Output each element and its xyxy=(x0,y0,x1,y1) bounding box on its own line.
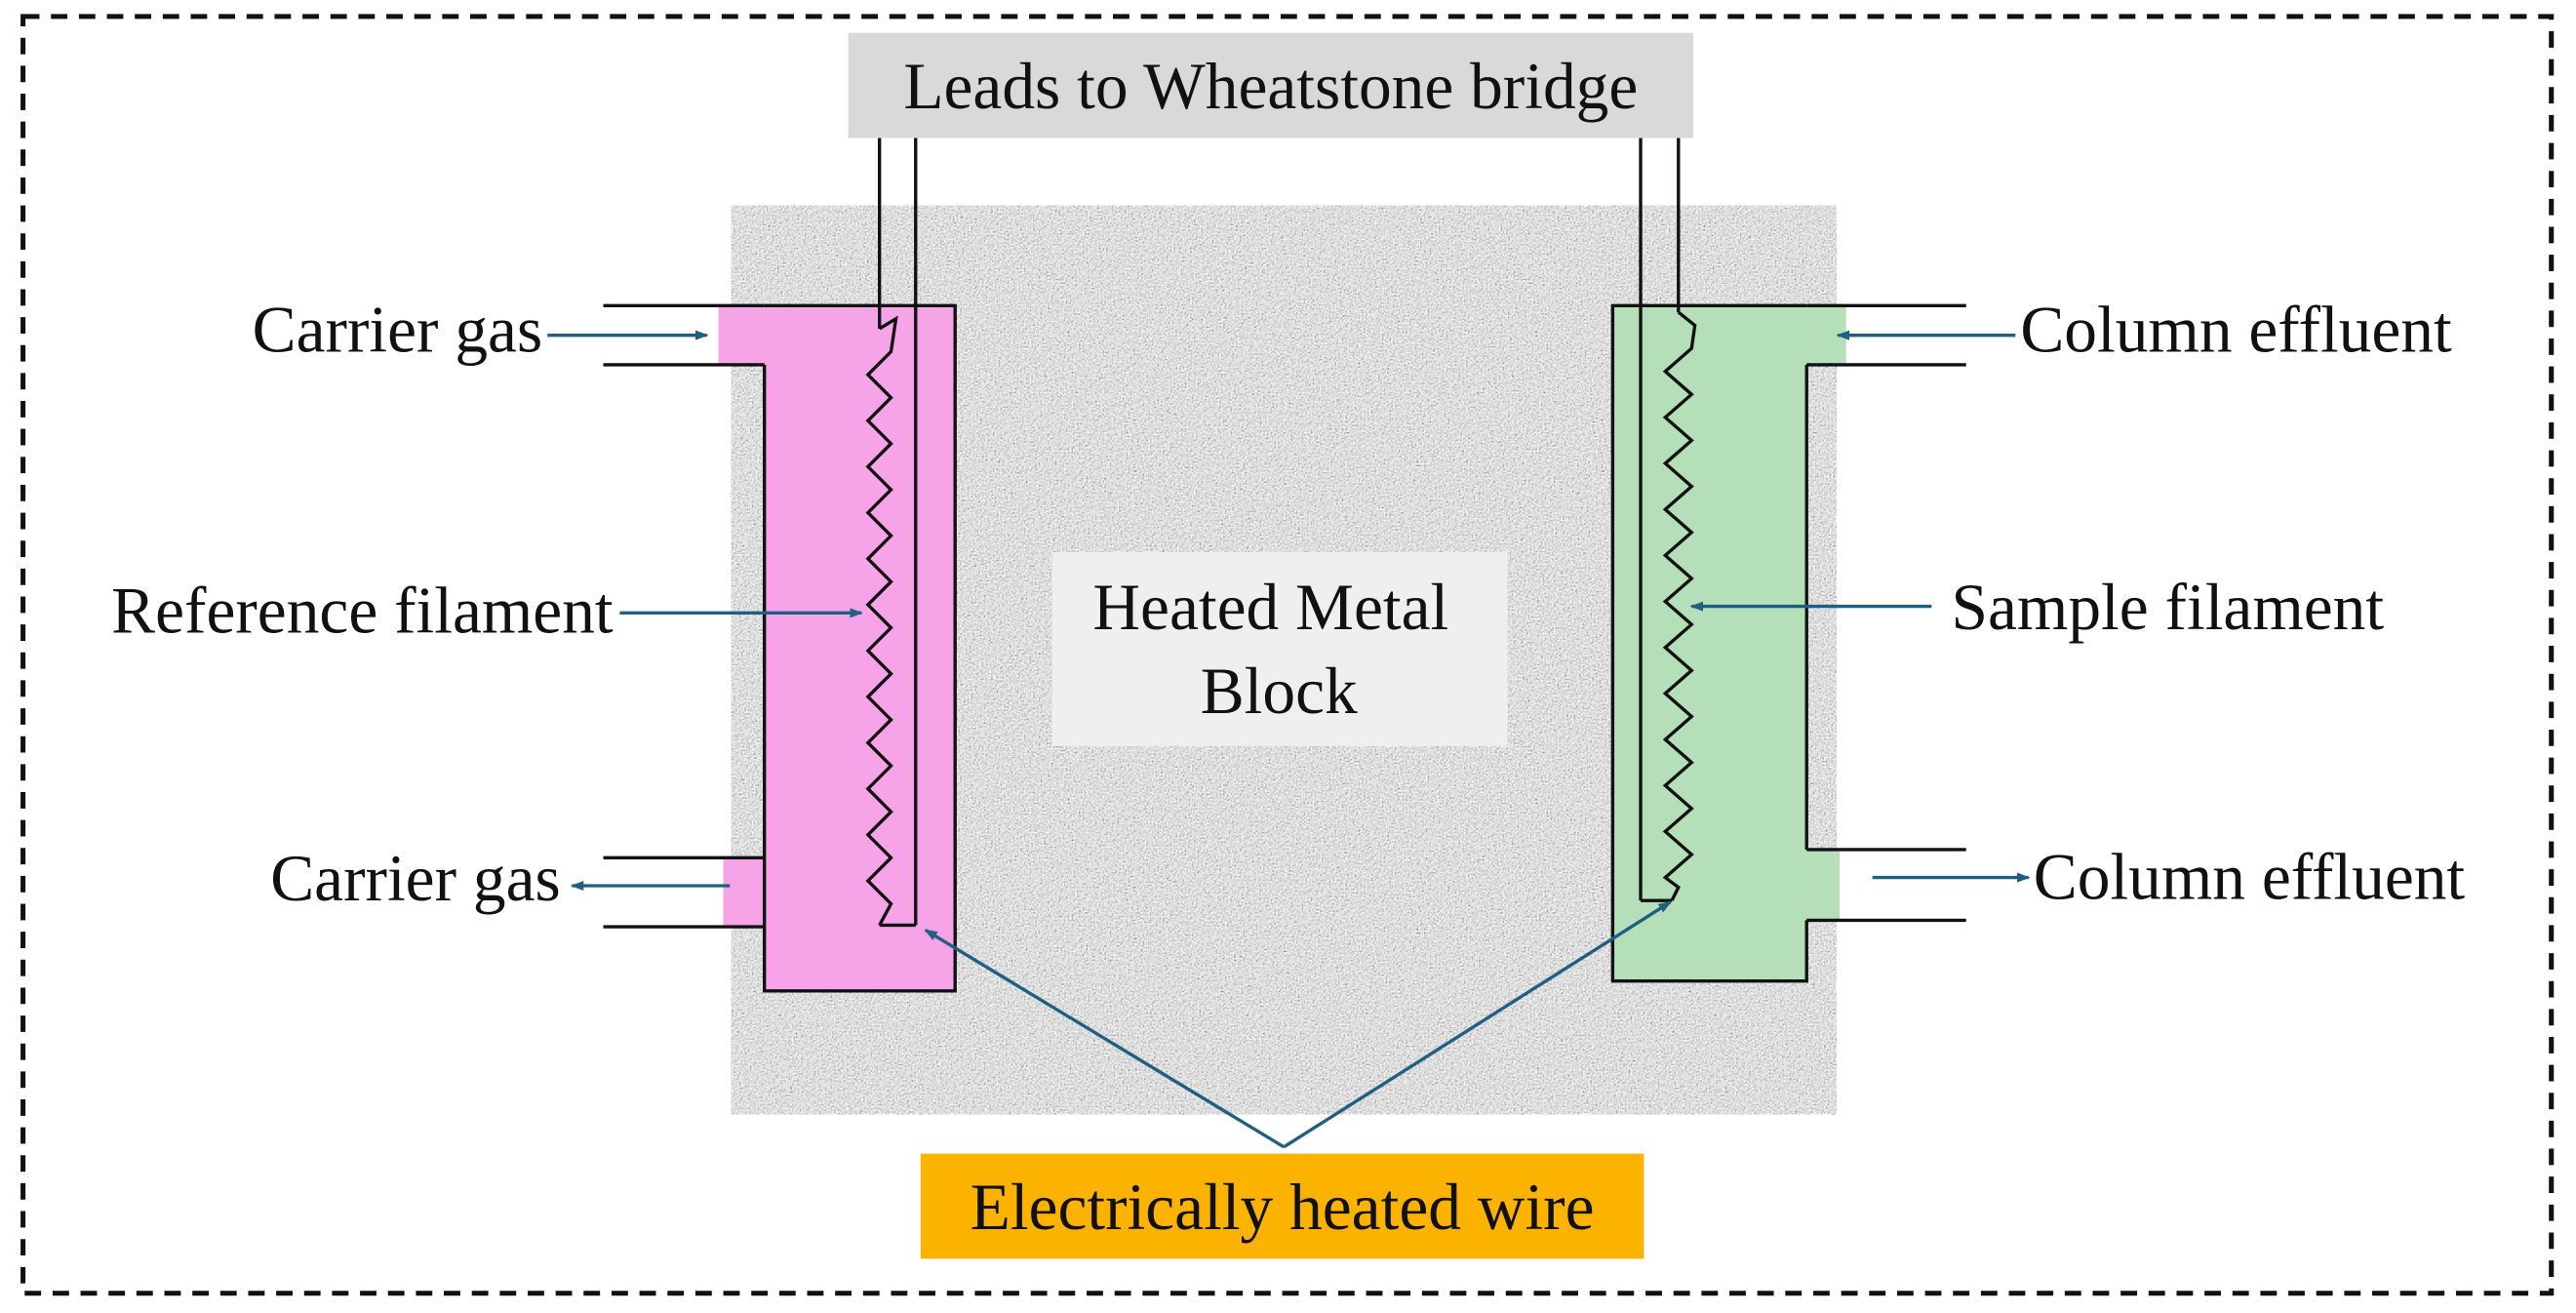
leads-label-box xyxy=(848,32,1693,139)
block-label-line2: Block xyxy=(1201,655,1358,728)
reference-outlet-fill xyxy=(723,857,765,928)
column-effluent-in-label: Column effluent xyxy=(2020,294,2452,367)
column-effluent-out-label: Column effluent xyxy=(2034,840,2466,913)
heated-wire-label: Electrically heated wire xyxy=(971,1171,1595,1244)
sample-filament-wire xyxy=(1662,310,1697,901)
reference-filament-label: Reference filament xyxy=(111,575,614,648)
reference-cell-outline xyxy=(763,303,957,993)
leads-label: Leads to Wheatstone bridge xyxy=(903,50,1638,123)
heated-wire-arrow-right xyxy=(1283,900,1672,1149)
sample-filament-label: Sample filament xyxy=(1952,571,2385,644)
block-label-line1: Heated Metal xyxy=(1092,571,1448,644)
heated-wire-label-box xyxy=(920,1153,1645,1259)
dashed-frame xyxy=(20,14,2555,1296)
reference-inlet-fill xyxy=(718,305,765,365)
heated-wire-arrow-left xyxy=(924,929,1286,1149)
block-label-box xyxy=(1051,552,1508,746)
reference-cell xyxy=(603,138,957,993)
carrier-gas-out-label: Carrier gas xyxy=(270,842,561,915)
sample-cell-body xyxy=(1612,305,1807,981)
reference-filament-wire xyxy=(865,315,898,927)
sample-outlet-fill xyxy=(1806,849,1840,921)
reference-cell-body xyxy=(764,305,956,991)
sample-cell xyxy=(1610,138,1966,983)
carrier-gas-in-label: Carrier gas xyxy=(253,294,543,367)
flow-arrows xyxy=(547,330,2031,1149)
